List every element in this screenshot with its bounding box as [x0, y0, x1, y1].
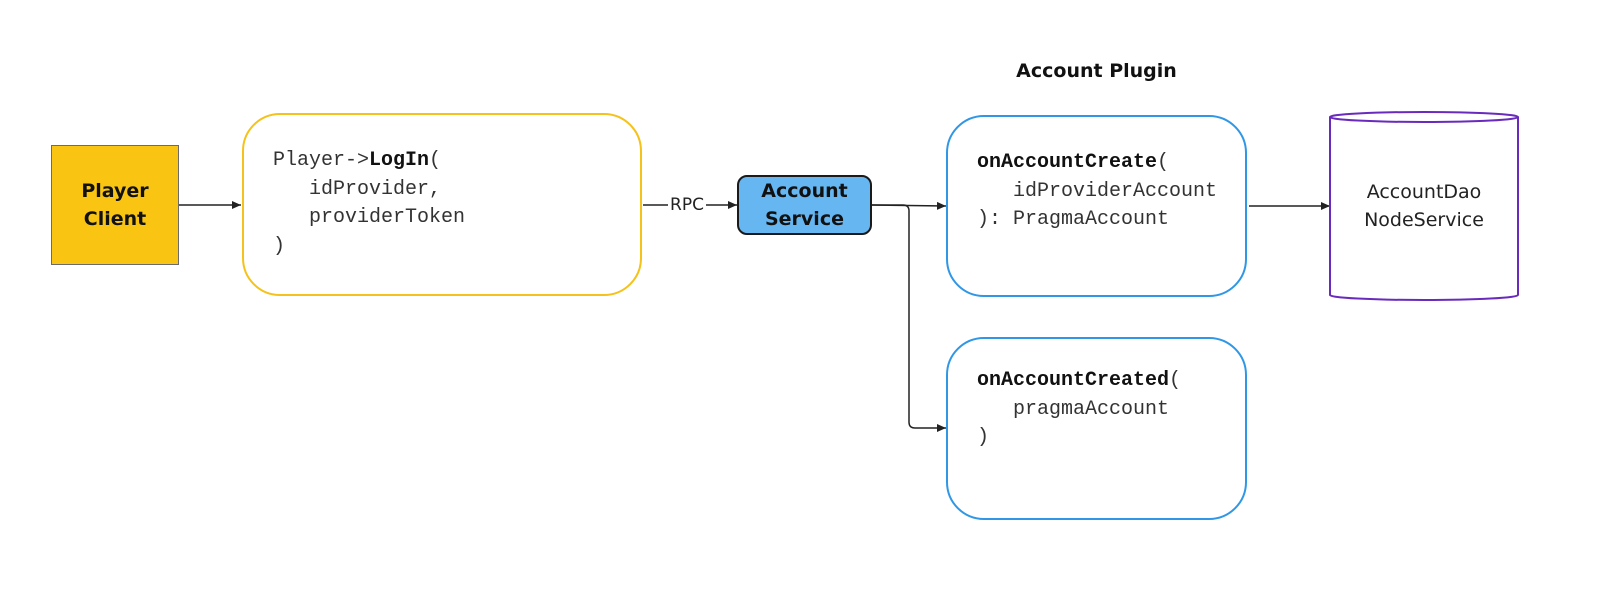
login-code-block: Player->LogIn( idProvider, providerToken…	[273, 147, 465, 261]
account-service-node: Account Service	[737, 175, 872, 235]
login-close-paren: )	[273, 234, 286, 258]
player-client-label-line2: Client	[83, 208, 147, 230]
created-open-paren: (	[1169, 369, 1182, 392]
account-dao-label-line2: NodeService	[1364, 209, 1484, 231]
account-service-label-line1: Account	[761, 180, 848, 202]
login-prefix: Player->	[273, 149, 370, 172]
rpc-edge-label: RPC	[668, 194, 706, 216]
create-code-block: onAccountCreate( idProviderAccount ): Pr…	[977, 149, 1217, 235]
account-dao-label-line1: AccountDao	[1366, 181, 1482, 203]
login-call-node: Player->LogIn( idProvider, providerToken…	[242, 113, 642, 296]
account-service-label-line2: Service	[764, 208, 844, 230]
arrow-service-to-created	[872, 204, 946, 432]
account-dao-label: AccountDao NodeService	[1330, 178, 1518, 234]
login-param-id-provider: idProvider,	[273, 177, 442, 201]
created-close-paren: )	[977, 426, 990, 449]
player-client-label-line1: Player	[81, 180, 149, 202]
created-code-block: onAccountCreated( pragmaAccount )	[977, 367, 1181, 453]
player-client-node: Player Client	[51, 145, 179, 265]
login-open-paren: (	[429, 149, 442, 172]
on-account-created-node: onAccountCreated( pragmaAccount )	[946, 337, 1247, 520]
database-cylinder-icon	[1329, 111, 1519, 301]
create-open-paren: (	[1157, 151, 1170, 174]
created-param: pragmaAccount	[977, 397, 1170, 421]
login-param-provider-token: providerToken	[273, 206, 466, 229]
created-method-name: onAccountCreated	[977, 369, 1170, 392]
create-method-name: onAccountCreate	[977, 151, 1158, 174]
on-account-create-node: onAccountCreate( idProviderAccount ): Pr…	[946, 115, 1247, 297]
create-return-type: ): PragmaAccount	[977, 208, 1170, 231]
login-method-name: LogIn	[369, 149, 430, 172]
create-param: idProviderAccount	[977, 179, 1218, 203]
account-plugin-title: Account Plugin	[1016, 60, 1177, 82]
